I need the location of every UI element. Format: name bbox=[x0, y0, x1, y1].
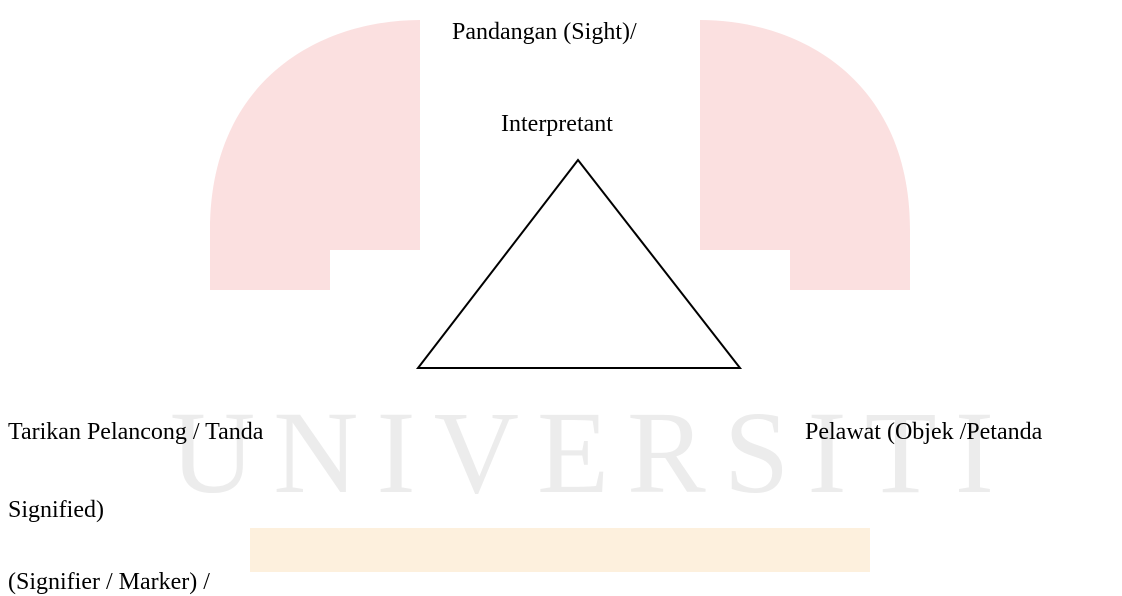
right-label-line-1: Pelawat (Objek /Petanda bbox=[805, 419, 1043, 445]
watermark-arch-bottom-left bbox=[210, 240, 330, 290]
left-label-line-2: Signified) bbox=[8, 497, 104, 523]
watermark-bar bbox=[250, 528, 870, 572]
top-label-line-1: Pandangan (Sight)/ bbox=[452, 19, 637, 45]
top-label-line-2: Interpretant bbox=[501, 111, 613, 137]
watermark-arch-right bbox=[700, 20, 910, 290]
watermark-text: UNIVERSITI bbox=[170, 387, 1012, 518]
watermark-arch-bottom-right bbox=[790, 240, 910, 290]
left-label-line-1: Tarikan Pelancong / Tanda bbox=[8, 419, 264, 445]
watermark-arch-left bbox=[210, 20, 420, 290]
left-label-line-3: (Signifier / Marker) / bbox=[8, 569, 210, 595]
triangle-shape bbox=[415, 158, 743, 369]
